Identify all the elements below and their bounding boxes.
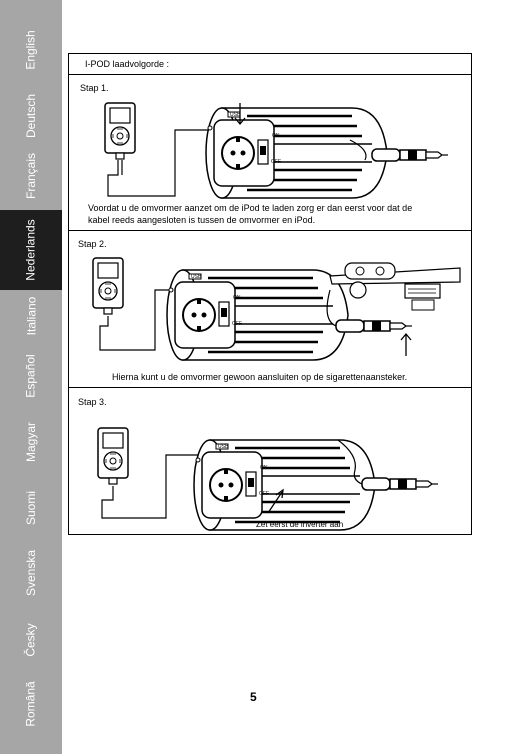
section-title: I-POD laadvolgorde :: [85, 59, 170, 69]
car-plug-icon: [371, 148, 449, 162]
car-plug-icon: [335, 319, 413, 333]
ipod-device-icon: [97, 427, 129, 485]
arrow-icon: [400, 333, 412, 357]
switch-off-label: OFF: [232, 321, 242, 327]
lang-tab-nederlands[interactable]: Nederlands: [0, 210, 62, 290]
switch-on-label: ON: [260, 465, 268, 471]
switch-on-label: ON: [233, 295, 241, 301]
switch-off-label: OFF: [259, 491, 269, 497]
page-number: 5: [250, 690, 257, 704]
ipod-device-icon: [92, 257, 124, 315]
usb-label: USB: [191, 274, 202, 280]
inverter-icon: [204, 106, 389, 200]
step2-text: Hierna kunt u de omvormer gewoon aanslui…: [112, 372, 408, 382]
usb-label: USB: [230, 112, 241, 118]
divider: [69, 230, 471, 231]
step1-label: Stap 1.: [80, 83, 109, 93]
ipod-device-icon: [104, 102, 136, 160]
step3-illustration: [97, 427, 439, 532]
step1-text-line2: kabel reeds aangesloten is tussen de omv…: [88, 215, 316, 225]
switch-on-label: ON: [272, 133, 280, 139]
step1-text-line1: Voordat u de omvormer aanzet om de iPod …: [88, 203, 413, 213]
car-plug-icon: [361, 477, 439, 491]
step2-label: Stap 2.: [78, 239, 107, 249]
divider: [69, 74, 471, 75]
arrow-icon: [267, 491, 283, 514]
switch-off-label: OFF: [271, 159, 281, 165]
step1-illustration: [104, 102, 449, 200]
language-sidebar: English Deutsch Français Nederlands Ital…: [0, 0, 62, 754]
inverter-icon: [165, 268, 350, 362]
car-dashboard-icon: [329, 267, 461, 285]
step3-text: Zet eerst de inverter aan: [256, 520, 344, 529]
divider: [69, 387, 471, 388]
step3-label: Stap 3.: [78, 397, 107, 407]
inverter-icon: [192, 438, 377, 532]
step2-illustration: [92, 257, 461, 362]
usb-label: USB: [218, 444, 229, 450]
instruction-frame: [68, 53, 472, 535]
